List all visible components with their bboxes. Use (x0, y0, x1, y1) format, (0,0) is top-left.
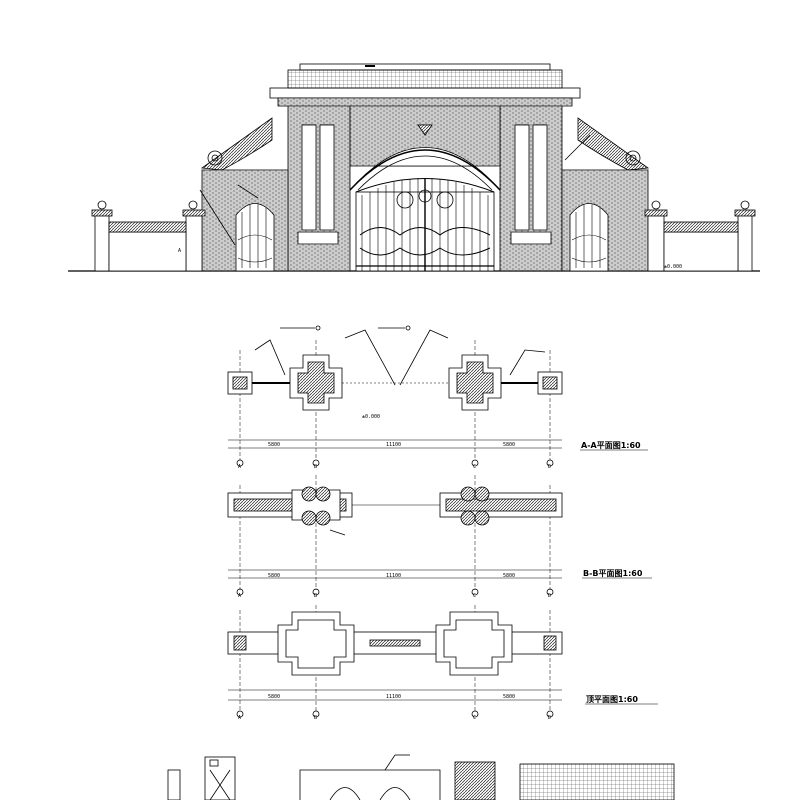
roof-plan-dim-mid: 11100 (386, 694, 401, 700)
axis-label: C (473, 715, 476, 721)
front-elevation (68, 63, 760, 272)
plan-b-b-dim-left: 5800 (268, 573, 280, 579)
axis-label: D (548, 715, 551, 721)
plan-a-a-dim-right: 5800 (503, 442, 515, 448)
plan-b-b-dim-right: 5800 (503, 573, 515, 579)
elevation-level-mark: ±0.000 (664, 264, 682, 270)
roof-plan-dim-left: 5800 (268, 694, 280, 700)
axis-label: A (238, 593, 241, 599)
elevation-tag: A (178, 248, 181, 254)
plan-b-b-dim-mid: 11100 (386, 573, 401, 579)
axis-label: D (548, 593, 551, 599)
plan-a-a (227, 325, 648, 467)
axis-label: A (238, 464, 241, 470)
axis-label: A (238, 715, 241, 721)
axis-label: C (473, 464, 476, 470)
axis-label: C (473, 593, 476, 599)
plan-a-a-title: A-A平面图1:60 (581, 441, 641, 450)
plan-a-a-level: ±0.000 (362, 414, 380, 420)
roof-plan-title: 顶平面图1:60 (586, 695, 638, 704)
roof-plan-dim-right: 5800 (503, 694, 515, 700)
axis-label: B (314, 715, 317, 721)
roof-plan (227, 605, 658, 718)
axis-label: D (548, 464, 551, 470)
axis-labels: A B C D A B C D A B C D (238, 464, 551, 721)
axis-label: B (314, 464, 317, 470)
plan-b-b-title: B-B平面图1:60 (583, 569, 643, 578)
axis-label: B (314, 593, 317, 599)
plan-b-b (227, 475, 652, 596)
plan-a-a-dim-left: 5800 (268, 442, 280, 448)
plan-a-a-dim-mid: 11100 (386, 442, 401, 448)
detail-drawings (167, 754, 675, 800)
main-gate (355, 178, 495, 272)
